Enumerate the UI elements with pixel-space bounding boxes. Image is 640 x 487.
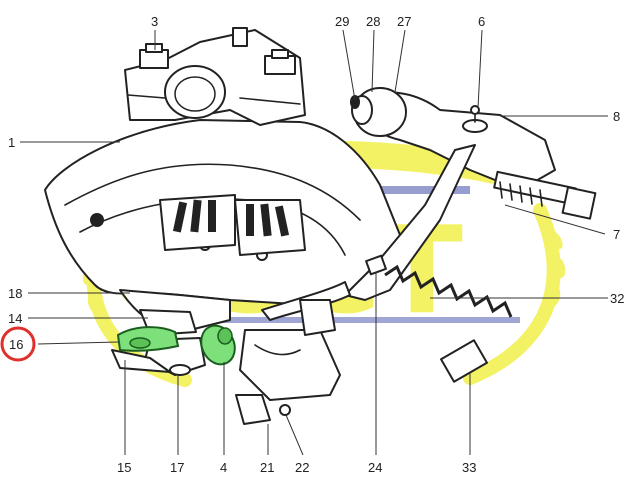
leader-lines bbox=[20, 29, 608, 456]
coil-spring bbox=[384, 264, 513, 383]
callout-6: 6 bbox=[478, 14, 485, 29]
highlight-ring bbox=[0, 326, 36, 362]
highlighted-part-16 bbox=[116, 326, 180, 352]
callout-18: 18 bbox=[8, 286, 22, 301]
callout-1: 1 bbox=[8, 135, 15, 150]
callout-27: 27 bbox=[397, 14, 411, 29]
callout-15: 15 bbox=[117, 460, 131, 475]
callout-8: 8 bbox=[613, 109, 620, 124]
top-clamp bbox=[124, 27, 306, 126]
callout-28: 28 bbox=[366, 14, 380, 29]
callout-22: 22 bbox=[295, 460, 309, 475]
callout-3: 3 bbox=[151, 14, 158, 29]
callout-33: 33 bbox=[462, 460, 476, 475]
callout-32: 32 bbox=[610, 291, 624, 306]
callout-7: 7 bbox=[613, 227, 620, 242]
callout-17: 17 bbox=[170, 460, 184, 475]
green-knob bbox=[200, 324, 236, 366]
callout-29: 29 bbox=[335, 14, 349, 29]
callout-14: 14 bbox=[8, 311, 22, 326]
callout-16: 16 bbox=[9, 337, 23, 352]
callout-24: 24 bbox=[368, 460, 382, 475]
lower-assembly bbox=[111, 289, 341, 425]
callout-labels: 3 29 28 27 6 8 1 7 32 18 14 16 15 17 4 2… bbox=[8, 14, 624, 475]
callout-4: 4 bbox=[220, 460, 227, 475]
callout-21: 21 bbox=[260, 460, 274, 475]
right-arm bbox=[350, 87, 597, 220]
segment-gears bbox=[159, 194, 306, 256]
